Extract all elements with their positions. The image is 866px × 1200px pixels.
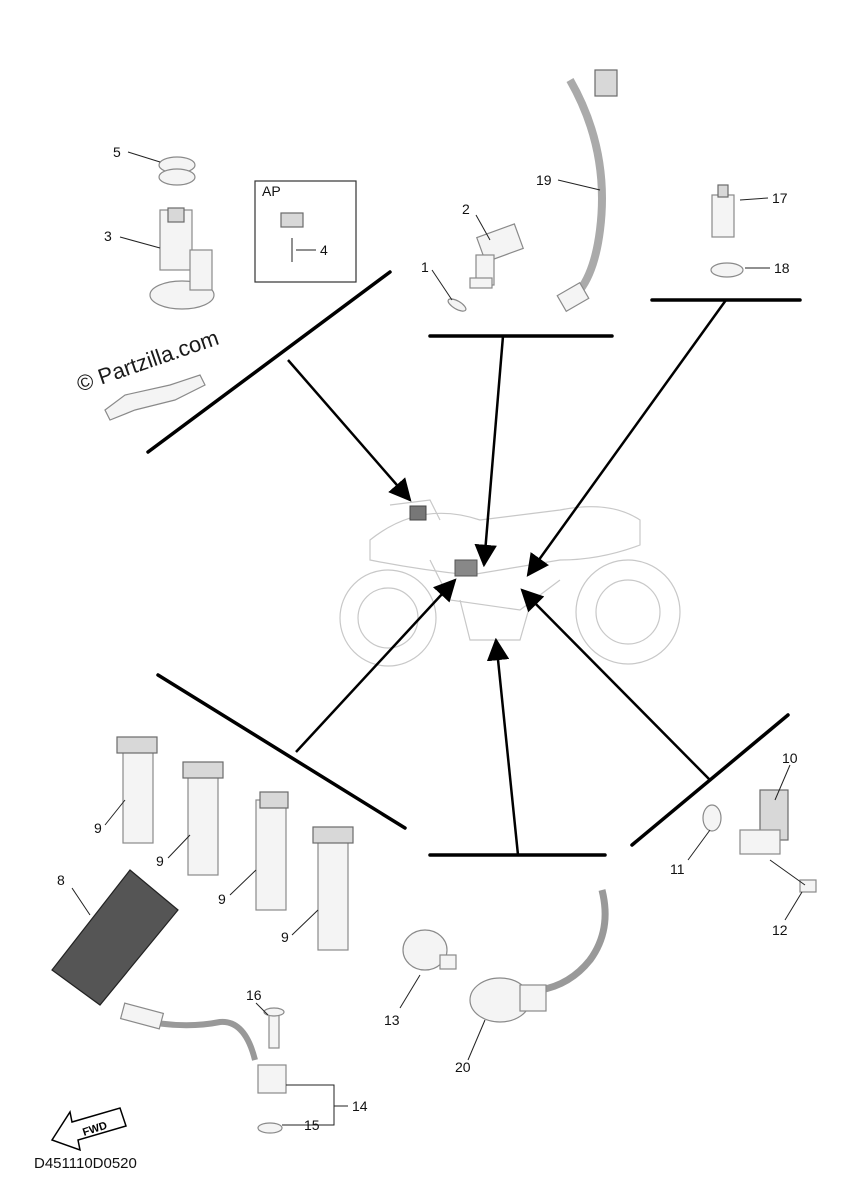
part-1-o-ring xyxy=(447,298,467,312)
callout-9-d: 9 xyxy=(281,929,289,945)
part-5-cap xyxy=(158,156,196,186)
part-15-o-ring xyxy=(257,1122,283,1134)
gasket xyxy=(104,374,206,421)
part-14-sensor xyxy=(119,1002,287,1094)
part-11-o-ring xyxy=(702,804,722,832)
leader-lines xyxy=(71,151,803,1126)
part-17-sensor xyxy=(711,184,735,238)
fwd-arrow-icon: FWD xyxy=(50,1107,127,1152)
inset-ap: AP xyxy=(254,180,357,283)
callout-9-a: 9 xyxy=(94,820,102,836)
callout-9-c: 9 xyxy=(218,891,226,907)
callout-14: 14 xyxy=(352,1098,368,1114)
part-9-ignition-coil-2 xyxy=(182,761,224,876)
part-9-ignition-coil-4 xyxy=(312,826,354,951)
callout-13: 13 xyxy=(384,1012,400,1028)
inset-ap-label: AP xyxy=(262,183,281,199)
part-12-bolt xyxy=(769,859,817,893)
part-8-ecu xyxy=(51,869,179,1006)
motorcycle-outline xyxy=(339,499,681,667)
part-16-bolt xyxy=(263,1007,285,1049)
part-9-ignition-coil-1 xyxy=(116,736,158,844)
part-18-washer xyxy=(710,262,744,278)
callout-17: 17 xyxy=(772,190,788,206)
part-20-sensor-harness xyxy=(469,889,609,1023)
callout-5: 5 xyxy=(113,144,121,160)
location-arrows xyxy=(287,299,728,856)
callout-20: 20 xyxy=(455,1059,471,1075)
callout-11: 11 xyxy=(670,861,685,877)
group-brackets xyxy=(146,270,802,857)
part-2-sensor xyxy=(469,223,525,289)
callout-18: 18 xyxy=(774,260,790,276)
callouts: 5 3 4 1 2 19 17 18 9 9 9 9 8 10 11 12 13… xyxy=(57,144,798,1133)
diagram-code: D451110D0520 xyxy=(34,1155,137,1172)
part-10-sensor xyxy=(739,789,789,855)
part-9-ignition-coil-3 xyxy=(255,791,289,911)
callout-9-b: 9 xyxy=(156,853,164,869)
callout-16: 16 xyxy=(246,987,262,1003)
part-19-harness xyxy=(556,69,618,313)
callout-3: 3 xyxy=(104,228,112,244)
part-3-sensor-housing xyxy=(149,207,215,310)
callout-12: 12 xyxy=(772,922,788,938)
callout-4: 4 xyxy=(320,242,328,258)
callout-15: 15 xyxy=(304,1117,320,1133)
callout-8: 8 xyxy=(57,872,65,888)
callout-19: 19 xyxy=(536,172,552,188)
callout-2: 2 xyxy=(462,201,470,217)
part-13-sensor xyxy=(402,929,457,971)
callout-1: 1 xyxy=(421,259,429,275)
callout-10: 10 xyxy=(782,750,798,766)
